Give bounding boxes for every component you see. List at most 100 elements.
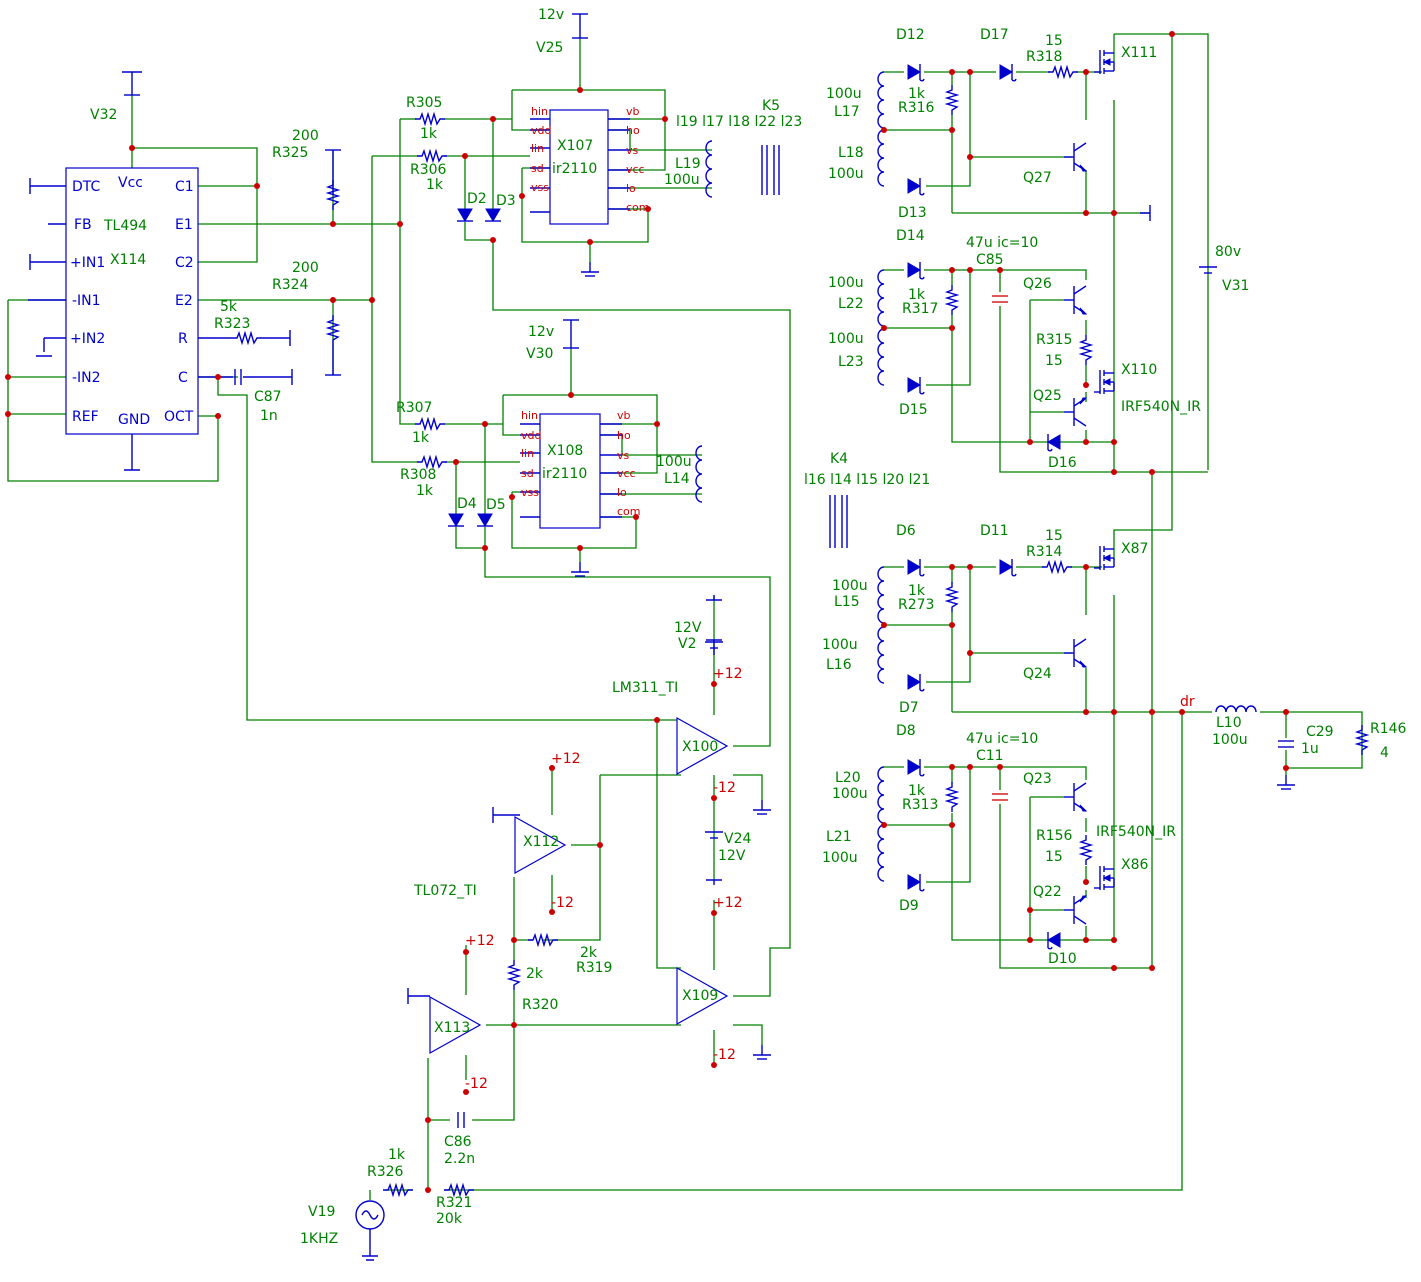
- label-c29-value: 1u: [1301, 741, 1319, 757]
- pin-c2: C2: [175, 255, 194, 271]
- comparator-labels: LM311_TI 12V V2 +12 X100 -12 V24 12V +12…: [612, 620, 751, 1063]
- pin-e2: E2: [175, 293, 193, 309]
- rail-x100-pos: +12: [713, 666, 743, 682]
- x107-pin-ho: ho: [626, 124, 640, 137]
- source-labels: 1k R326 R321 20k V19 1KHZ: [300, 1147, 472, 1247]
- label-tl072: TL072_TI: [413, 883, 477, 899]
- pin-fb: FB: [74, 217, 92, 233]
- label-d16: D16: [1048, 455, 1077, 471]
- label-l22-value: 100u: [828, 275, 864, 291]
- x107-pin-vdd: vdd: [531, 124, 551, 137]
- ir2110-x108[interactable]: [539, 413, 601, 529]
- x107-pin-vss: vss: [531, 181, 549, 194]
- label-x111: X111: [1121, 45, 1157, 61]
- label-v31-value: 80v: [1215, 244, 1241, 260]
- label-l15: L15: [834, 594, 860, 610]
- label-c87-value: 1n: [260, 408, 278, 424]
- x108-pin-vs: vs: [617, 449, 630, 462]
- x107-pin-sd: sd: [531, 162, 544, 175]
- pin-ref: REF: [72, 409, 99, 425]
- x108-pin-vss: vss: [521, 486, 539, 499]
- label-r320: R320: [522, 997, 558, 1013]
- label-l20-value: 100u: [832, 786, 868, 802]
- label-d13: D13: [898, 205, 927, 221]
- driver2-labels: 12v V30 R307 1k R308 1k X108 ir2110 D4 D…: [396, 324, 930, 513]
- label-l14: L14: [664, 471, 690, 487]
- label-r323-value: 5k: [220, 299, 238, 315]
- label-v2: V2: [678, 636, 696, 652]
- pin-vcc: Vcc: [118, 175, 143, 191]
- label-q26: Q26: [1023, 276, 1052, 292]
- label-v24-value: 12V: [718, 848, 746, 864]
- label-q22: Q22: [1033, 884, 1062, 900]
- x107-pin-vcc: vcc: [626, 163, 645, 176]
- chip-ref-x109: X109: [682, 988, 718, 1004]
- label-r326: R326: [367, 1164, 404, 1180]
- pin-in1-pos: +IN1: [70, 255, 105, 271]
- ir2110-pin-labels: hin vdd lin sd vss vb ho vs vcc lo com h…: [521, 105, 650, 518]
- label-r308-value: 1k: [416, 483, 434, 499]
- bridge-bottom-labels: D6 D11 15 R314 X87 100u L15 1k R273 100u…: [822, 523, 1407, 967]
- tl494-chip[interactable]: [65, 167, 199, 435]
- label-r307-value: 1k: [412, 430, 430, 446]
- pin-in2-pos: +IN2: [70, 331, 105, 347]
- component-symbols: [28, 13, 1368, 1261]
- label-d6: D6: [896, 523, 916, 539]
- label-q24: Q24: [1023, 666, 1052, 682]
- label-r315: R315: [1036, 332, 1072, 348]
- pin-c1: C1: [175, 179, 194, 195]
- x108-pin-sd: sd: [521, 467, 534, 480]
- chip-ref-x113: X113: [434, 1020, 470, 1036]
- x108-pin-lo: lo: [617, 486, 627, 499]
- pin-oct: OCT: [164, 409, 194, 425]
- label-d7: D7: [899, 700, 919, 716]
- label-x86: X86: [1121, 857, 1148, 873]
- x107-pin-hin: hin: [531, 105, 548, 118]
- label-r156-value: 15: [1045, 849, 1063, 865]
- ir2110-x107[interactable]: [549, 109, 609, 225]
- label-r324: R324: [272, 277, 309, 293]
- label-q25: Q25: [1033, 388, 1062, 404]
- label-r307: R307: [396, 400, 432, 416]
- x107-pin-com: com: [626, 201, 650, 214]
- rail-x109-pos: +12: [713, 895, 743, 911]
- label-c85: C85: [976, 252, 1004, 268]
- label-l17: L17: [834, 104, 860, 120]
- x108-pin-ho: ho: [617, 429, 631, 442]
- rail-x109-neg: -12: [713, 1047, 736, 1063]
- opamp-labels: +12 X112 -12 TL072_TI 2k R319 2k R320 +1…: [413, 751, 612, 1167]
- label-d4: D4: [457, 496, 477, 512]
- label-irf540n-bottom: IRF540N_IR: [1096, 824, 1176, 840]
- label-r305-value: 1k: [420, 126, 438, 142]
- label-r314-value: 15: [1045, 528, 1063, 544]
- label-v24: V24: [724, 831, 751, 847]
- label-r318: R318: [1026, 49, 1062, 65]
- label-v19-value: 1KHZ: [300, 1231, 338, 1247]
- label-d5: D5: [486, 497, 506, 513]
- label-r318-value: 15: [1045, 33, 1063, 49]
- label-v25-value: 12v: [538, 7, 564, 23]
- rail-x113-neg: -12: [465, 1076, 488, 1092]
- label-v2-value: 12V: [674, 620, 702, 636]
- label-d2: D2: [467, 191, 487, 207]
- chip-model-x108: ir2110: [542, 466, 587, 482]
- pin-r: R: [178, 331, 188, 347]
- label-lm311: LM311_TI: [612, 680, 678, 696]
- junction-dots: [5, 31, 1289, 1193]
- label-l16: L16: [826, 657, 852, 673]
- label-v25: V25: [536, 40, 563, 56]
- label-d17: D17: [980, 27, 1009, 43]
- label-r156: R156: [1036, 828, 1073, 844]
- x107-pin-lin: lin: [531, 142, 544, 155]
- label-d14: D14: [896, 228, 925, 244]
- label-r317-value: 1k: [908, 287, 926, 303]
- label-v32: V32: [90, 107, 117, 123]
- label-l20: L20: [835, 770, 861, 786]
- label-c86-value: 2.2n: [444, 1151, 475, 1167]
- driver1-labels: 12v V25 R305 1k R306 1k X107 ir2110 D2 D…: [406, 7, 802, 209]
- chip-ref-x107: X107: [557, 138, 593, 154]
- label-l21-value: 100u: [822, 850, 858, 866]
- rail-x113-pos: +12: [465, 933, 495, 949]
- rail-x100-neg: -12: [713, 780, 736, 796]
